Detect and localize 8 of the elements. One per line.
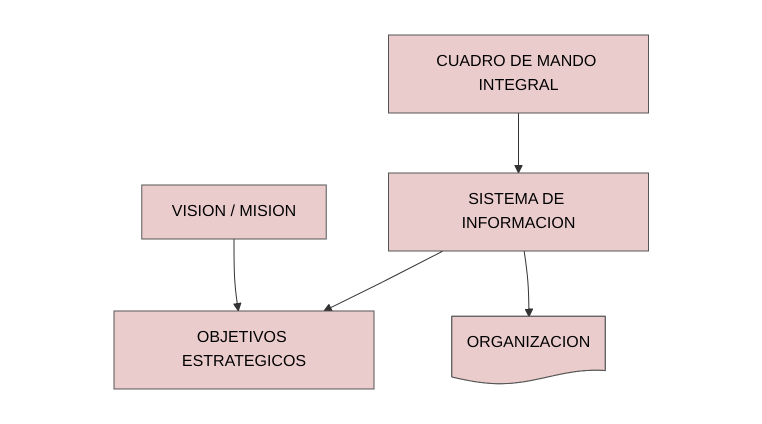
arrow xyxy=(323,250,444,312)
node-box: CUADRO DE MANDO INTEGRAL xyxy=(388,34,649,114)
node-box: SISTEMA DE INFORMACION xyxy=(388,172,649,252)
arrow xyxy=(523,250,534,318)
arrow xyxy=(232,238,242,312)
node-box: VISION / MISION xyxy=(141,184,326,240)
node-box: OBJETIVOS ESTRATEGICOS xyxy=(113,310,374,390)
arrow xyxy=(514,112,523,174)
